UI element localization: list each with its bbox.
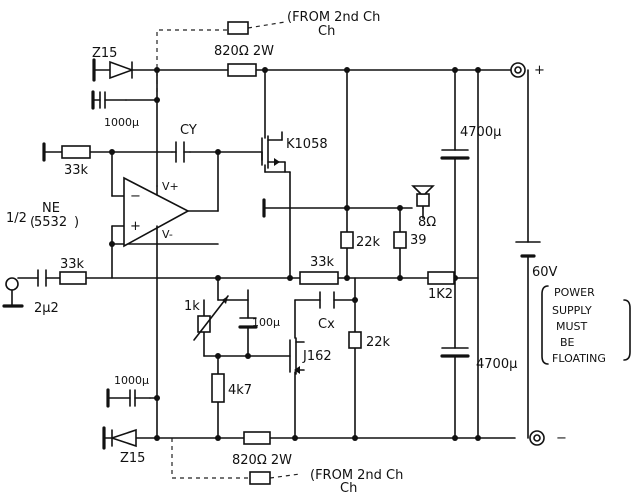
label-k1058: K1058 xyxy=(286,137,328,152)
label-opamp-paren-close: ) xyxy=(74,215,79,230)
resistor-820-top xyxy=(227,63,257,77)
opamp-ne5532 xyxy=(123,176,190,248)
zener-diode-bottom xyxy=(102,426,137,450)
label-1k: 1k xyxy=(184,299,200,314)
label-opamp-ne: NE xyxy=(42,201,60,216)
resistor-33k-input xyxy=(59,271,87,285)
label-ch-bottom: Ch xyxy=(340,481,357,496)
label-4700u-bottom: 4700µ xyxy=(476,357,517,372)
label-opamp-plus: + xyxy=(130,219,141,234)
wires xyxy=(17,69,529,439)
label-820-bottom: 820Ω 2W xyxy=(232,453,292,468)
label-1000u-bottom: 1000µ xyxy=(114,374,149,387)
resistor-4k7 xyxy=(211,373,225,403)
label-opamp-5532: 5532 xyxy=(34,215,67,230)
label-z15-top: Z15 xyxy=(92,46,117,61)
label-39: 39 xyxy=(410,233,427,248)
battery-60v xyxy=(515,241,541,258)
label-j162: J162 xyxy=(302,349,332,364)
junction-dots xyxy=(109,67,481,441)
label-cy: CY xyxy=(180,123,197,138)
psu-left-brace xyxy=(541,285,549,365)
label-8ohm: 8Ω xyxy=(418,215,436,230)
capacitor-4700u-bottom xyxy=(440,347,470,358)
capacitor-1000u-top xyxy=(91,90,127,110)
label-33k-input: 33k xyxy=(60,257,85,272)
label-22k-a: 22k xyxy=(356,235,381,250)
label-2u2: 2µ2 xyxy=(34,301,59,316)
label-psu-1: POWER xyxy=(554,286,595,299)
label-terminal-minus: − xyxy=(556,431,567,446)
label-from-2nd-ch-bottom: (FROM 2nd Ch xyxy=(310,468,403,483)
label-psu-2: SUPPLY xyxy=(552,304,592,317)
label-1000u-top: 1000µ xyxy=(104,116,139,129)
potentiometer-1k xyxy=(193,295,229,341)
input-jack xyxy=(2,277,24,308)
capacitor-cx xyxy=(319,291,335,309)
label-opamp-half: 1/2 xyxy=(6,211,27,226)
from-2nd-ch-bottom-resistor xyxy=(249,471,271,485)
label-psu-4: BE xyxy=(560,336,575,349)
capacitor-2u2 xyxy=(37,269,47,287)
resistor-1k2 xyxy=(427,271,455,285)
label-ch-top: Ch xyxy=(318,24,335,39)
mosfet-j162 xyxy=(289,337,305,375)
label-opamp-vminus: V- xyxy=(162,228,173,241)
capacitor-1000u-bottom xyxy=(106,388,151,408)
label-33k-mid: 33k xyxy=(310,255,335,270)
label-4700u-top: 4700µ xyxy=(460,125,501,140)
label-22k-b: 22k xyxy=(366,335,391,350)
resistor-22k-b xyxy=(348,331,362,349)
speaker-8ohm xyxy=(262,185,435,218)
label-820-top: 820Ω 2W xyxy=(214,44,274,59)
capacitor-4700u-top xyxy=(440,149,470,160)
label-from-2nd-ch-top: (FROM 2nd Ch xyxy=(287,10,380,25)
label-cx: Cx xyxy=(318,317,335,332)
label-opamp-minus: − xyxy=(130,189,141,204)
label-100u: 100µ xyxy=(252,316,280,329)
label-60v: 60V xyxy=(532,265,558,280)
terminal-minus-inner xyxy=(533,434,541,442)
second-channel-links xyxy=(156,21,301,485)
label-terminal-plus: + xyxy=(534,63,545,78)
label-psu-3: MUST xyxy=(556,320,588,333)
label-z15-bottom: Z15 xyxy=(120,451,145,466)
capacitor-cy xyxy=(171,141,191,163)
zener-diode-top xyxy=(92,58,135,82)
label-psu-5: FLOATING xyxy=(552,352,606,365)
resistor-33k-mid xyxy=(299,271,339,285)
resistor-39 xyxy=(393,231,407,249)
mosfet-k1058 xyxy=(261,131,286,173)
resistor-820-bottom xyxy=(243,431,271,445)
resistor-33k-feedback xyxy=(42,142,91,162)
label-1k2: 1K2 xyxy=(428,287,453,302)
label-33k-feedback: 33k xyxy=(64,163,89,178)
capacitor-100u xyxy=(238,317,258,329)
label-opamp-vplus: V+ xyxy=(162,180,179,193)
labels: (FROM 2nd Ch Ch (FROM 2nd Ch Ch Z15 Z15 … xyxy=(6,10,606,496)
label-opamp-paren-open: ( xyxy=(30,215,35,230)
label-4k7: 4k7 xyxy=(228,383,252,398)
psu-right-brace xyxy=(623,299,631,361)
terminal-plus-inner xyxy=(514,66,522,74)
resistor-22k-a xyxy=(340,231,354,249)
from-2nd-ch-top-resistor xyxy=(227,21,249,35)
